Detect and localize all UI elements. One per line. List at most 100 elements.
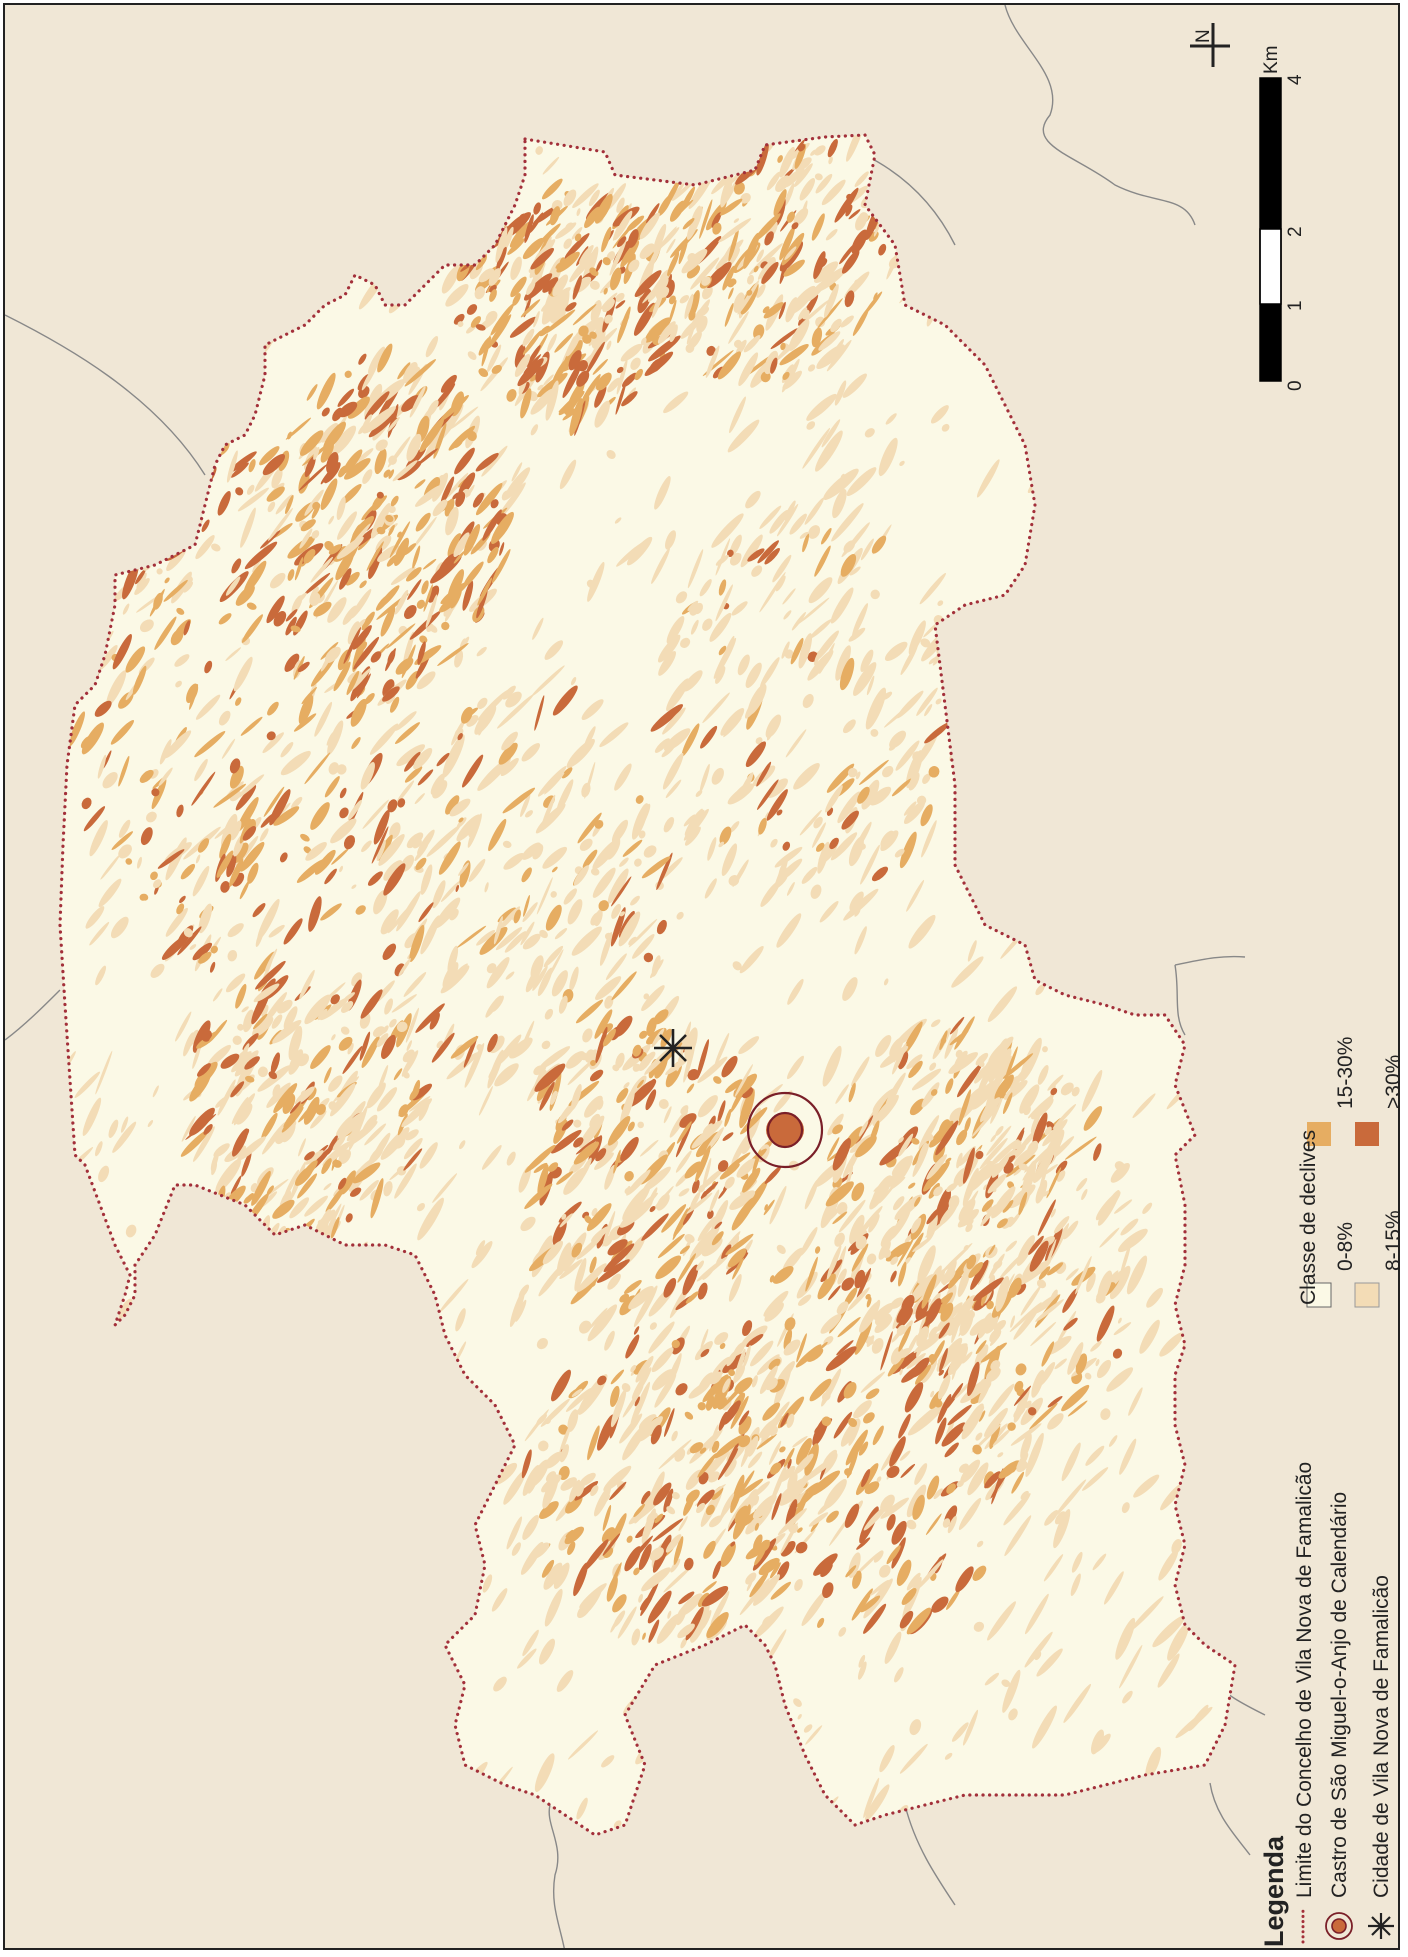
- slope-patch: [559, 459, 577, 490]
- map-canvas[interactable]: [5, 5, 1400, 1950]
- slope-patch: [229, 758, 241, 774]
- slope-patch: [422, 558, 437, 570]
- slope-patch: [602, 298, 615, 313]
- slope-patch: [797, 1713, 802, 1720]
- slope-patch: [522, 237, 545, 260]
- slope-patch: [303, 549, 316, 564]
- slope-patch: [806, 421, 816, 430]
- slope-patch: [140, 827, 153, 846]
- slope-patch: [1009, 1302, 1042, 1333]
- slope-patch: [944, 186, 960, 218]
- north-label: N: [1193, 29, 1214, 43]
- slope-patch: [161, 934, 189, 960]
- slope-patch: [257, 1226, 266, 1236]
- slope-patch: [909, 1719, 922, 1736]
- slope-patch: [175, 1011, 192, 1042]
- slope-patch: [412, 545, 421, 569]
- slope-patch: [815, 430, 843, 472]
- slope-patch: [98, 644, 118, 671]
- slope-patch: [1142, 1202, 1153, 1214]
- slope-patch: [111, 831, 134, 850]
- slope-patch: [455, 1341, 467, 1362]
- slope-patch: [130, 1355, 151, 1385]
- slope-patch: [261, 1514, 282, 1532]
- slope-patch: [732, 961, 742, 971]
- slope-patch: [711, 513, 744, 548]
- slope-patch: [296, 218, 307, 241]
- slope-patch: [654, 476, 671, 510]
- slope-patch: [236, 1643, 257, 1681]
- slope-patch: [626, 215, 645, 232]
- slope-patch: [663, 391, 689, 414]
- slope-patch: [416, 599, 426, 609]
- slope-patch: [1163, 912, 1200, 949]
- slope-patch: [570, 676, 577, 686]
- slope-patch: [252, 903, 266, 918]
- slope-patch: [854, 1551, 880, 1577]
- slope-patch: [178, 1350, 200, 1382]
- slope-patch: [690, 160, 701, 172]
- slope-patch: [1115, 135, 1132, 154]
- slope-patch: [1119, 135, 1129, 142]
- slope-patch: [190, 426, 201, 458]
- slope-patch: [125, 858, 133, 865]
- slope-patch: [606, 449, 616, 460]
- slope-patch: [1103, 535, 1117, 566]
- slope-patch: [77, 676, 89, 689]
- slope-patch: [1004, 842, 1016, 862]
- slope-patch: [756, 283, 766, 298]
- slope-patch: [386, 554, 398, 567]
- slope-patch: [416, 671, 436, 690]
- slope-patch: [1115, 445, 1147, 476]
- slope-patch: [300, 519, 316, 532]
- slope-patch: [421, 580, 429, 595]
- slope-patch: [906, 879, 925, 912]
- slope-patch: [70, 1177, 88, 1207]
- slope-patch: [209, 961, 216, 973]
- slope-patch: [437, 643, 469, 666]
- slope-patch: [1012, 736, 1020, 746]
- slope-patch: [60, 652, 79, 676]
- slope-patch: [1133, 1474, 1160, 1498]
- slope-patch: [1093, 1733, 1111, 1753]
- slope-patch: [82, 1097, 102, 1136]
- slope-patch: [98, 878, 122, 908]
- slope-patch: [589, 280, 600, 290]
- slope-patch: [320, 641, 339, 660]
- slope-patch: [201, 519, 210, 532]
- slope-patch: [382, 138, 406, 163]
- slope-patch: [361, 361, 379, 391]
- slope-patch: [459, 1140, 466, 1150]
- slope-patch: [162, 522, 189, 549]
- slope-patch: [285, 609, 298, 622]
- slope-patch: [345, 523, 371, 555]
- slope-patch: [571, 227, 583, 240]
- slope-patch: [280, 742, 294, 758]
- slope-patch: [416, 1202, 426, 1212]
- legend-slope-15-30: 15-30%: [1334, 1036, 1357, 1109]
- slope-patch: [396, 780, 415, 803]
- slope-patch: [260, 530, 281, 549]
- slope-patch: [499, 542, 505, 556]
- slope-patch: [262, 454, 286, 476]
- legend-swatch-gt30: [1355, 1122, 1379, 1146]
- slope-patch: [1152, 1615, 1186, 1648]
- slope-patch: [842, 373, 867, 398]
- slope-patch: [815, 316, 826, 328]
- slope-patch: [106, 1524, 131, 1566]
- slope-patch: [194, 758, 208, 782]
- slope-patch: [1159, 291, 1189, 321]
- slope-patch: [152, 1085, 159, 1098]
- slope-patch: [269, 1550, 285, 1569]
- slope-patch: [591, 327, 606, 349]
- slope-patch: [388, 1797, 396, 1812]
- slope-patch: [674, 1772, 700, 1811]
- slope-patch: [376, 491, 384, 499]
- slope-patch: [120, 511, 151, 542]
- slope-patch: [542, 277, 559, 293]
- slope-patch: [1130, 1596, 1164, 1631]
- slope-patch: [509, 316, 537, 338]
- slope-patch: [170, 1458, 187, 1484]
- slope-patch: [1042, 1046, 1048, 1053]
- slope-patch: [349, 667, 372, 692]
